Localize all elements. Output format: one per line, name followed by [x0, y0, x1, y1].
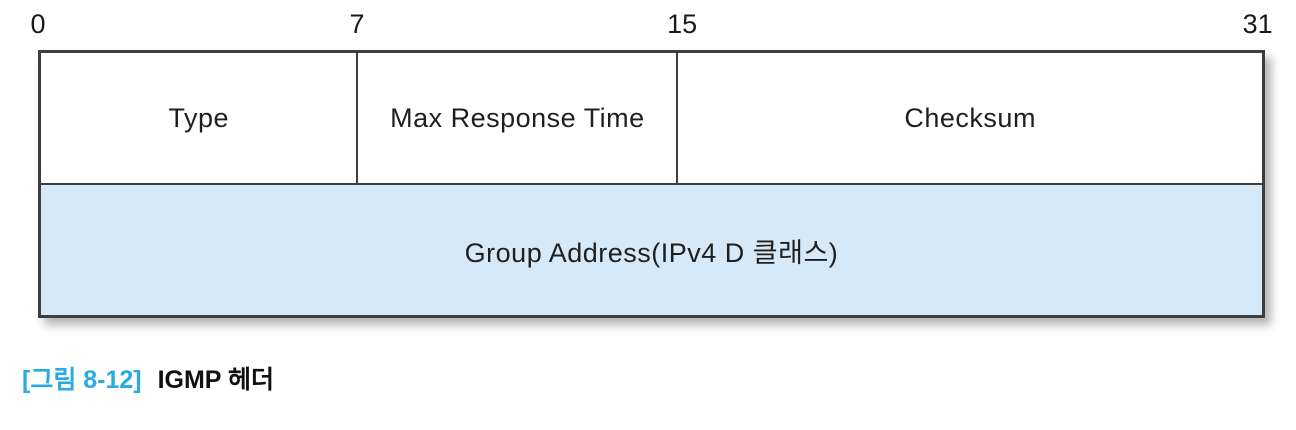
- bit-scale: 0 7 15 31: [30, 8, 1272, 42]
- header-row-1: Type Max Response Time Checksum: [41, 53, 1262, 185]
- field-type: Type: [41, 53, 359, 183]
- field-checksum-label: Checksum: [904, 102, 1036, 133]
- field-group-address-label: Group Address(IPv4 D 클래스): [464, 237, 839, 268]
- field-type-label: Type: [168, 102, 229, 133]
- figure-caption-tag: [그림 8-12]: [22, 366, 142, 394]
- bit-label-15: 15: [667, 9, 698, 39]
- figure-caption-title: IGMP 헤더: [157, 366, 274, 394]
- field-checksum: Checksum: [678, 53, 1262, 183]
- field-max-response-time: Max Response Time: [358, 53, 679, 183]
- bit-label-31: 31: [1242, 9, 1273, 39]
- figure-caption: [그림 8-12] IGMP 헤더: [22, 364, 274, 396]
- header-row-2: Group Address(IPv4 D 클래스): [41, 185, 1262, 315]
- bit-label-7: 7: [349, 9, 365, 39]
- field-group-address: Group Address(IPv4 D 클래스): [41, 185, 1262, 315]
- header-table: Type Max Response Time Checksum Group Ad…: [38, 50, 1265, 318]
- field-max-response-time-label: Max Response Time: [390, 102, 645, 133]
- bit-label-0: 0: [30, 9, 46, 39]
